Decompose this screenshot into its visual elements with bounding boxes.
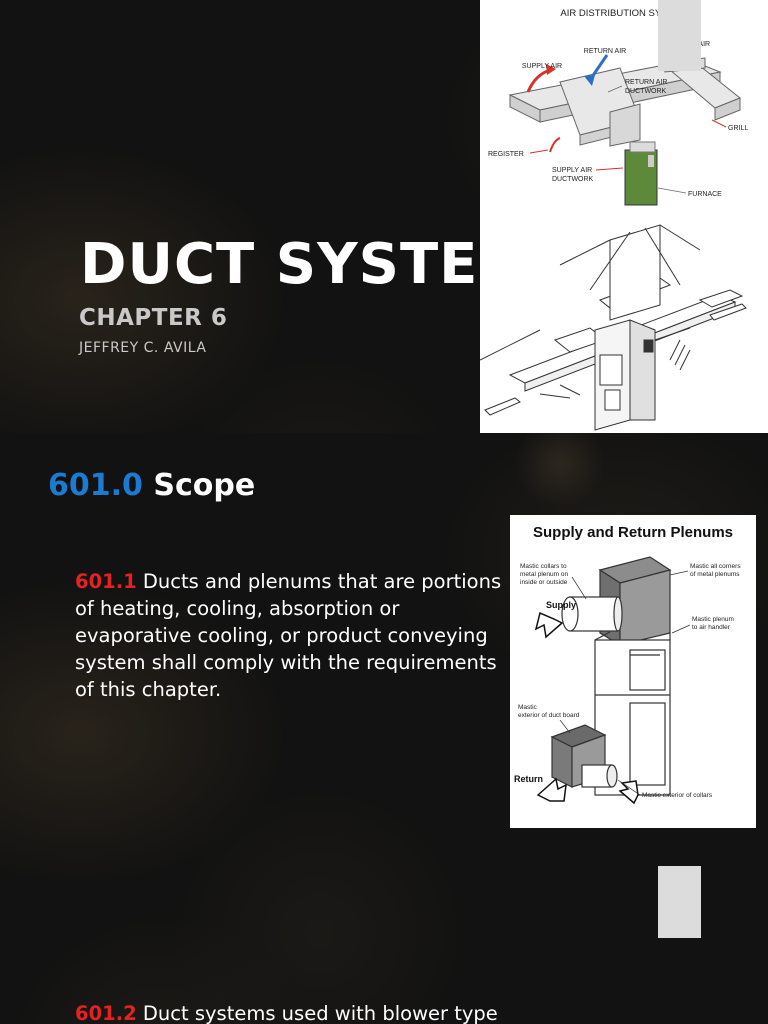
label-return: Return: [514, 774, 543, 784]
plenums-figure: Supply and Return Plenums: [510, 515, 756, 828]
label-supply-air-ductwork-2: DUCTWORK: [552, 176, 594, 183]
paragraph-number: 601.1: [75, 570, 137, 593]
label-register: REGISTER: [488, 151, 524, 158]
paragraph-601-1: 601.1 Ducts and plenums that are portion…: [75, 568, 505, 703]
air-distribution-figure: AIR DISTRIBUTION SYSTEM: [480, 0, 768, 433]
label-mastic-collars-exterior: Mastic exterior of collars: [642, 792, 713, 799]
return-arrow-icon: [536, 777, 567, 802]
supply-arrow-icon: [534, 611, 564, 639]
plenums-diagram: Supply and Return Plenums: [514, 524, 741, 805]
label-furnace: FURNACE: [688, 191, 722, 198]
label-mastic-collars-2: metal plenum on: [520, 571, 568, 578]
label-mastic-collars-1: Mastic collars to: [520, 563, 567, 570]
title-slide: DUCT SYSTE CHAPTER 6 JEFFREY C. AVILA AI…: [0, 0, 768, 433]
label-return-air-ductwork-1: RETURN AIR: [625, 79, 667, 86]
presentation-title: DUCT SYSTE: [80, 232, 479, 297]
section-title: Scope: [153, 468, 256, 503]
air-handler: [594, 556, 672, 796]
label-return-air-ductwork-2: DUCTWORK: [625, 88, 667, 95]
chapter-subtitle: CHAPTER 6: [79, 305, 228, 331]
section-number: 601.0: [48, 468, 143, 503]
label-grill: GRILL: [728, 125, 748, 132]
label-supply-air-left: SUPPLY AIR: [522, 63, 562, 70]
author-name: JEFFREY C. AVILA: [79, 340, 207, 356]
paragraph-number: 601.2: [75, 1002, 137, 1024]
paragraph-601-2: 601.2 Duct systems used with blower type: [75, 1000, 575, 1024]
label-supply-air-ductwork-1: SUPPLY AIR: [552, 167, 592, 174]
duct-sketch: [480, 224, 747, 431]
paragraph-text: Ducts and plenums that are portions of h…: [75, 570, 502, 701]
supply-collar: [561, 596, 623, 632]
return-duct-board: [550, 724, 618, 788]
figure-heading: AIR DISTRIBUTION SYSTEM: [560, 8, 687, 19]
slide-tab-marker: [658, 866, 701, 938]
label-mastic-corners-1: Mastic all corners: [690, 563, 741, 570]
label-mastic-exterior-2: exterior of duct board: [518, 712, 580, 719]
air-distribution-diagram: AIR DISTRIBUTION SYSTEM: [480, 8, 748, 431]
slide-tab-marker: [658, 0, 701, 71]
label-mastic-plenum-1: Mastic plenum: [692, 616, 734, 623]
paragraph-text: Duct systems used with blower type: [142, 1002, 498, 1024]
figure-title: Supply and Return Plenums: [533, 524, 733, 541]
label-mastic-collars-3: inside or outside: [520, 579, 568, 586]
scope-slide: 601.0 Scope 601.1 Ducts and plenums that…: [0, 433, 768, 1024]
label-return-air: RETURN AIR: [584, 48, 626, 55]
label-supply: Supply: [546, 600, 576, 610]
label-mastic-corners-2: of metal plenums: [690, 571, 740, 578]
section-heading: 601.0 Scope: [48, 468, 255, 503]
label-mastic-exterior-1: Mastic: [518, 704, 538, 711]
label-mastic-plenum-2: to air handler: [692, 624, 731, 631]
